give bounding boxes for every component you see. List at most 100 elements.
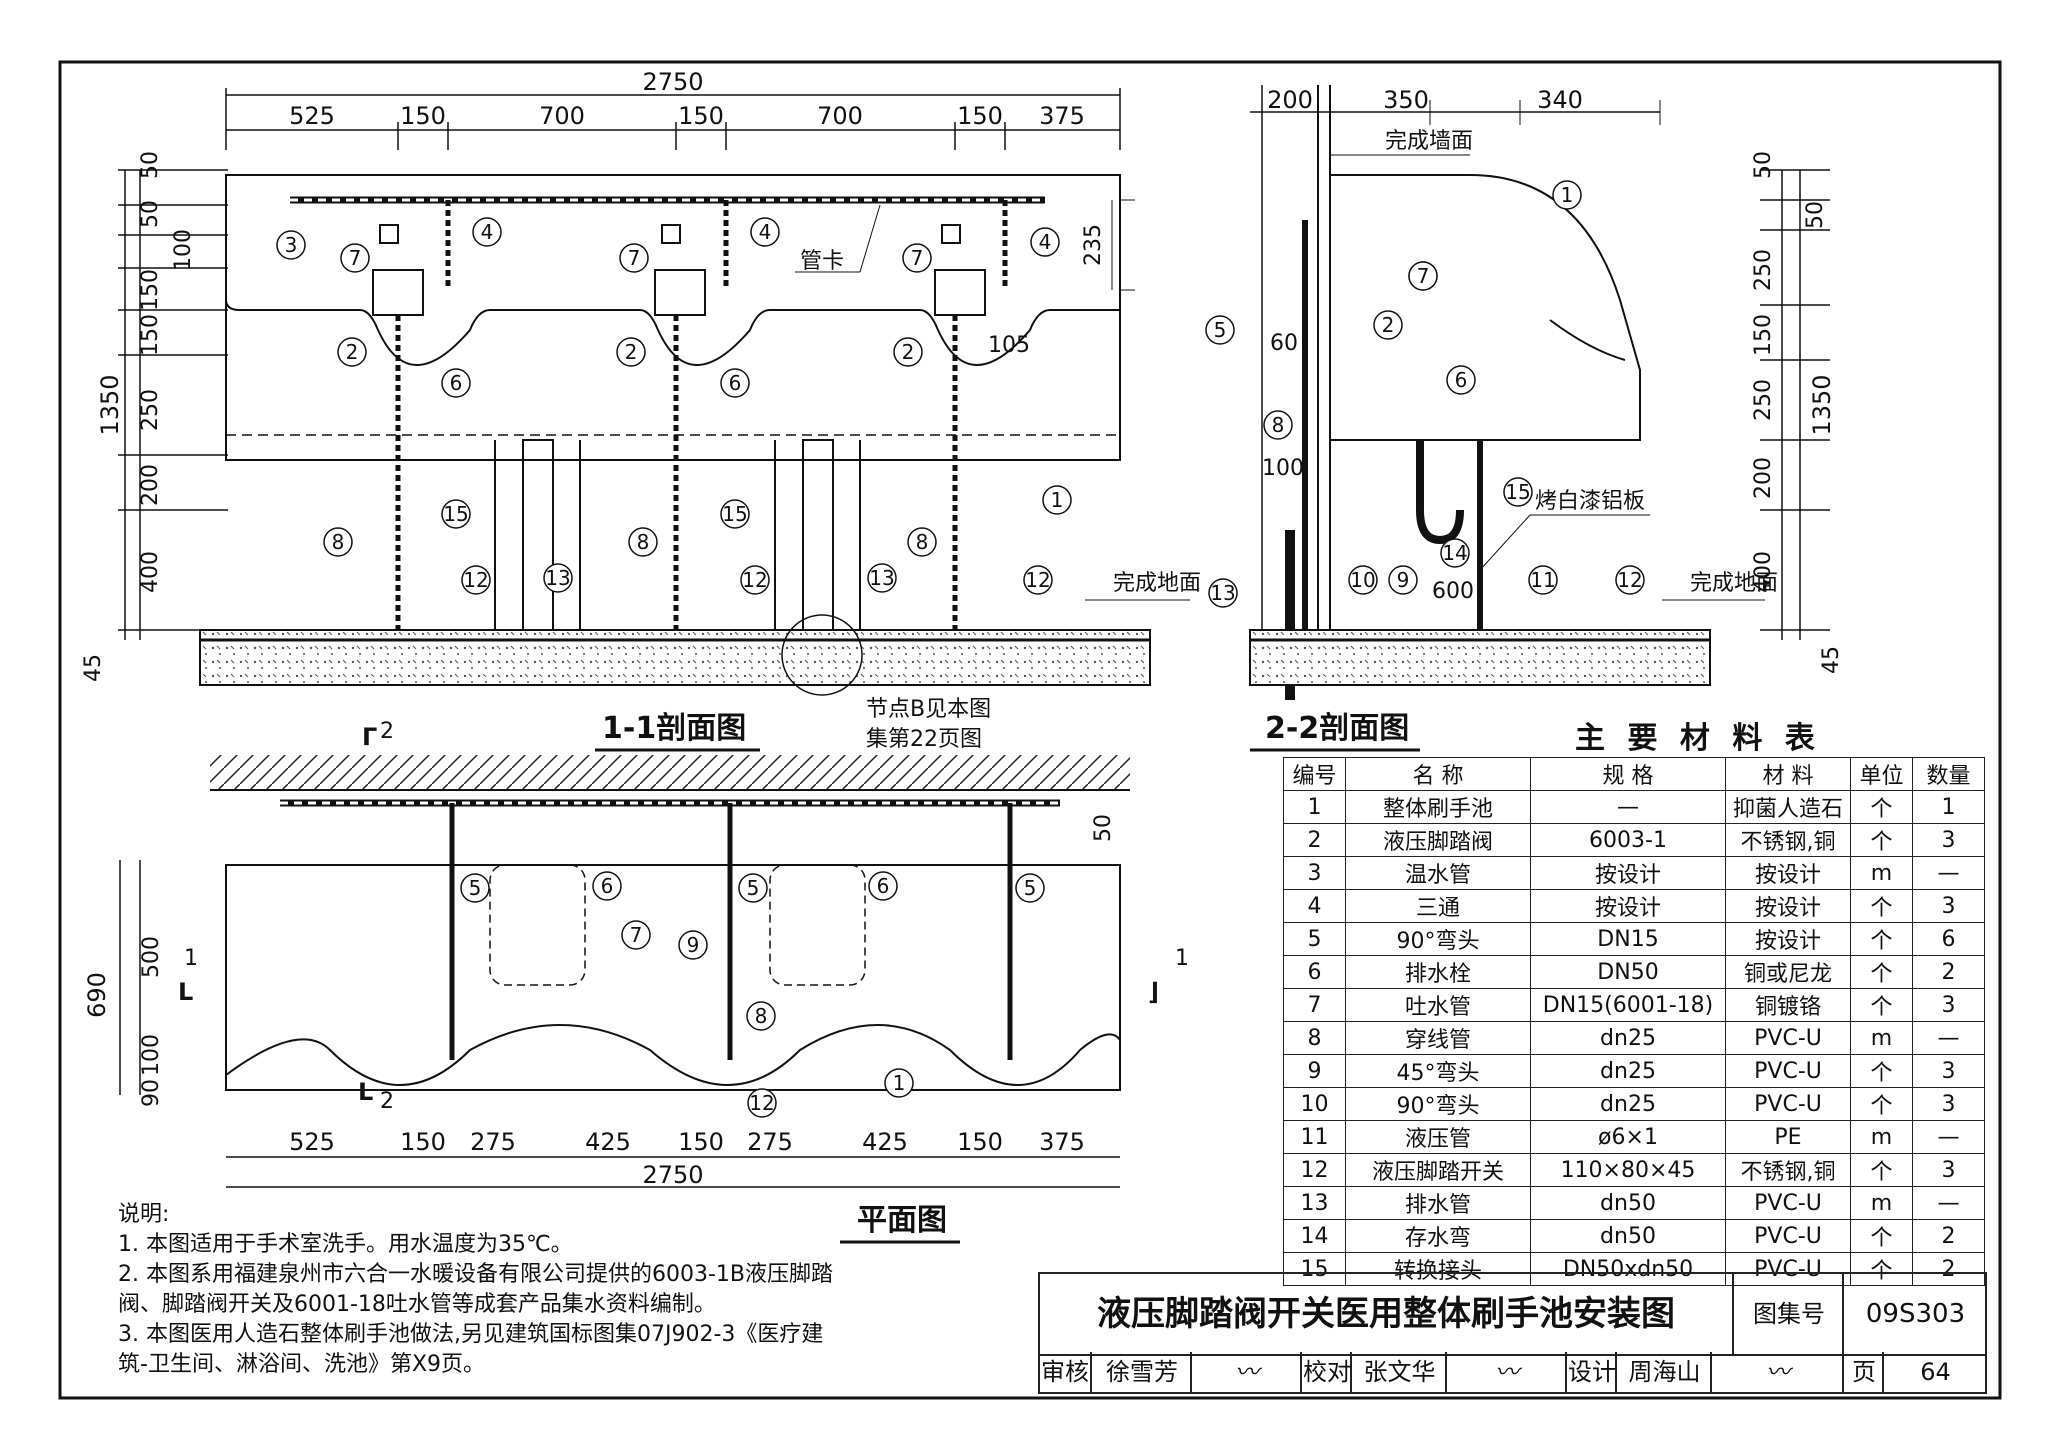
dim: 90 [139,1079,164,1107]
svg-text:8: 8 [1272,413,1285,437]
col-header: 编号 [1283,757,1346,791]
svg-text:8: 8 [637,530,650,554]
svg-text:6: 6 [1455,368,1468,392]
svg-text:⌋: ⌋ [1148,978,1159,1006]
table-header-row: 编号 名 称 规 格 材 料 单位 数量 [1283,757,1985,791]
page-label: 页 [1842,1352,1884,1392]
table-cell: 3 [1912,823,1985,857]
svg-text:L: L [358,1078,373,1106]
svg-text:2: 2 [625,340,638,364]
table-cell: 3 [1912,988,1985,1022]
table-cell: m [1850,856,1913,890]
dim: 150 [957,102,1003,130]
table-cell: 铜或尼龙 [1725,955,1851,989]
plan-view: 500 100 90 690 50 Γ 2 L 2 L 1 ⌋ 1 525 15… [83,719,1189,1244]
svg-text:3: 3 [285,233,298,257]
reviewer-name: 徐雪芳 [1090,1352,1192,1392]
checker-name: 张文华 [1350,1352,1447,1392]
svg-text:4: 4 [759,220,772,244]
table-cell: PVC-U [1725,1087,1851,1121]
table-cell: PE [1725,1120,1851,1154]
table-cell: 3 [1912,1087,1985,1121]
col-header: 规 格 [1530,757,1726,791]
table-cell: 110×80×45 [1530,1153,1726,1187]
svg-text:7: 7 [349,246,362,270]
table-cell: 按设计 [1725,889,1851,923]
dim: 340 [1537,86,1583,114]
table-cell: 个 [1850,1087,1913,1121]
table-cell: 2 [1912,955,1985,989]
dim: 375 [1039,1128,1085,1156]
svg-text:13: 13 [869,566,894,590]
table-cell: 温水管 [1345,856,1531,890]
svg-text:5: 5 [1214,318,1227,342]
table-cell: 个 [1850,1054,1913,1088]
dim: 150 [957,1128,1003,1156]
table-cell: dn25 [1530,1021,1726,1055]
designer-signature: 〰 [1710,1352,1844,1392]
table-cell: ø6×1 [1530,1120,1726,1154]
table-cell: 个 [1850,988,1913,1022]
designer-name: 周海山 [1615,1352,1712,1392]
table-cell: 11 [1283,1120,1346,1154]
cut-mark-1-left: 1 [184,946,198,971]
col-header: 材 料 [1725,757,1851,791]
table-cell: 10 [1283,1087,1346,1121]
svg-text:13: 13 [545,566,570,590]
table-cell: 15 [1283,1252,1346,1286]
table-cell: 液压脚踏开关 [1345,1153,1531,1187]
dim-total-right: 1350 [1808,374,1836,435]
design-label: 设计 [1565,1352,1617,1392]
dim: 250 [1751,249,1776,291]
note-item: 阀、脚踏阀开关及6001-18吐水管等成套产品集水资料编制。 [118,1292,716,1317]
table-cell: 6 [1912,922,1985,956]
table-cell: 个 [1850,1219,1913,1253]
dim: 275 [470,1128,516,1156]
dim: 150 [678,1128,724,1156]
svg-text:2: 2 [902,340,915,364]
review-label: 审核 [1041,1358,1089,1386]
bottom-dims-plan: 525 150 275 425 150 275 425 150 375 2750 [289,1128,1085,1189]
dim: 150 [1751,314,1776,356]
table-cell: 存水弯 [1345,1219,1531,1253]
table-cell: 5 [1283,922,1346,956]
table-cell: PVC-U [1725,1021,1851,1055]
section-1-1-title: 1-1剖面图 [602,711,746,746]
materials-table-title: 主 要 材 料 表 [1575,721,1821,756]
svg-text:13: 13 [1210,581,1235,605]
dim: 150 [138,269,163,311]
svg-text:6: 6 [729,371,742,395]
table-cell: 13 [1283,1186,1346,1220]
svg-text:8: 8 [916,530,929,554]
table-cell: 按设计 [1530,889,1726,923]
dim: 50 [138,151,163,179]
right-dims-2-2: 50 50 250 150 250 200 400 45 1350 [1751,151,1844,674]
dim-105: 105 [988,333,1030,358]
svg-text:14: 14 [1442,541,1467,565]
table-cell: 3 [1283,856,1346,890]
table-cell: — [1912,1021,1985,1055]
dim-60: 60 [1270,331,1298,356]
table-cell: 1 [1912,790,1985,824]
note-item: 筑-卫生间、淋浴间、洗池》第X9页。 [118,1352,486,1377]
atlas-label: 图集号 [1732,1274,1844,1354]
table-cell: 6 [1283,955,1346,989]
table-cell: PVC-U [1725,1252,1851,1286]
table-cell: 3 [1912,1153,1985,1187]
dim: 50 [138,200,163,228]
dim: 700 [817,102,863,130]
svg-text:9: 9 [1397,568,1410,592]
floor-label-1-1: 完成地面 [1113,571,1201,596]
dim: 500 [139,936,164,978]
svg-text:1: 1 [1561,183,1574,207]
table-cell: DN15 [1530,922,1726,956]
col-header: 单位 [1850,757,1913,791]
table-cell: 9 [1283,1054,1346,1088]
table-cell: 个 [1850,1153,1913,1187]
